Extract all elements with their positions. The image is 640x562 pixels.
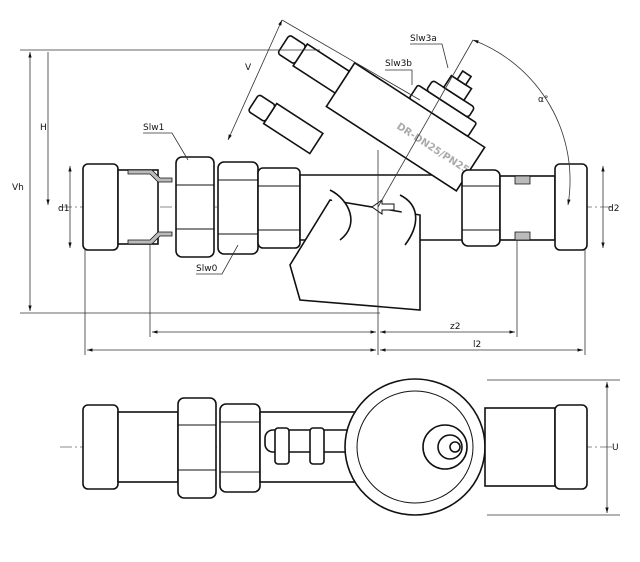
d2-label: d2 [608, 204, 619, 214]
h-label: H [40, 123, 47, 133]
top-view: U [60, 378, 620, 516]
nut [217, 161, 259, 255]
left-sleeve [117, 169, 159, 245]
front-view: DR-DN25/PN25 Vh H d1 d2 [12, 19, 619, 355]
vh-label: Vh [12, 183, 24, 193]
left-connector [82, 163, 119, 251]
l2-label: l2 [473, 340, 481, 350]
slw3a-label: Slw3a [410, 34, 437, 44]
slw1-label: Slw1 [143, 123, 164, 133]
slw0-label: Slw0 [196, 264, 218, 274]
alpha-label: α° [538, 95, 548, 105]
u-label: U [612, 443, 619, 453]
union-nut [175, 156, 215, 258]
adjustment-spindle [449, 441, 461, 453]
right-connector [554, 163, 588, 251]
v-label: V [245, 63, 252, 73]
z2-label: z2 [450, 322, 460, 332]
d1-label: d1 [58, 204, 69, 214]
slw3b-label: Slw3b [385, 59, 412, 69]
test-port [277, 35, 306, 64]
